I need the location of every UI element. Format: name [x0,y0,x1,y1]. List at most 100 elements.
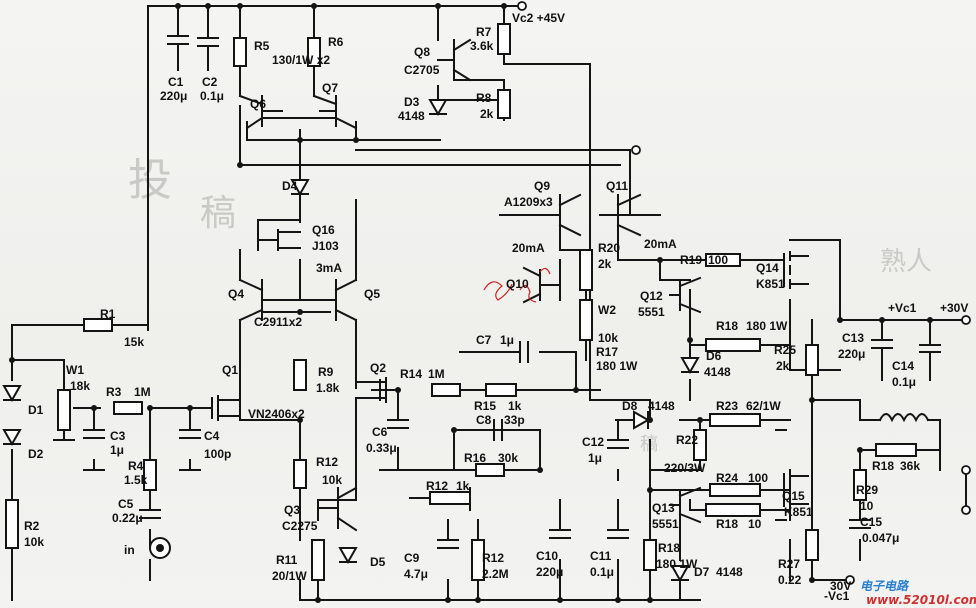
c11-value: 0.1μ [590,565,614,579]
r20-body [705,338,761,352]
r1-ref: R1 [100,307,116,321]
inductor-icon [859,413,941,451]
c9-value: 4.7μ [404,567,428,581]
q16-value: J103 [312,239,339,253]
r18-value: 180 1W [656,557,698,571]
r11-value: 20/1W [272,569,307,583]
r20-ref: R18 [716,319,738,333]
r15-value: 10k [322,473,342,487]
r12-body [471,539,485,581]
c8-value: 33p [504,413,525,427]
vc1-plus-terminal [961,315,971,325]
r7-ref: R7 [476,25,492,39]
c10-ref: C10 [536,549,558,563]
q9-ref: Q9 [534,179,550,193]
r20b-body [875,443,917,457]
c7-ref: C7 [476,333,492,347]
d8-icon [633,410,651,430]
q14-ref: Q14 [756,261,779,275]
r5-body [233,37,247,67]
r16-body [475,463,505,477]
bus-terminal [631,145,641,155]
r16-ref: R16 [464,451,486,465]
r7-value: 3.6k [470,39,494,53]
r8-body [497,89,511,119]
r23-body [709,413,761,427]
d5-ref: D5 [370,555,386,569]
r9-body [293,359,307,391]
q7-value: 130/1W x2 [272,53,330,67]
r4-body [143,459,157,491]
c14-value: 0.1μ [892,375,916,389]
watermark-site: www.52010l.com [866,593,976,607]
w1-ref: W1 [66,363,84,377]
r29-body [853,469,867,501]
v30-bottom-label: 30V [830,579,851,593]
svg-text:投: 投 [128,155,172,206]
r8-value: 2k [480,107,494,121]
capacitor-plates [53,35,941,549]
r26-body [805,344,819,376]
r13-value: 1M [428,367,445,381]
q8-ref: Q8 [414,45,430,59]
q9-value: A1209x3 [504,195,553,209]
r19-body [705,253,741,267]
r6-ref: R6 [328,35,344,49]
output-terminal-b [961,505,971,515]
q4-ref: Q4 [228,287,244,301]
c5-value: 0.22μ [112,511,143,525]
r2-ref: R2 [24,519,40,533]
r11-body [311,539,325,581]
r20b-value: 36k [900,459,920,473]
d8-value: 4148 [648,399,675,413]
c15-value: 0.047μ [862,531,899,545]
d2-ref: D2 [28,447,44,461]
v30-label: +30V [940,301,968,315]
r20-value: 180 1W [746,319,788,333]
r25-ref: R18 [716,517,738,531]
r7-body [497,23,511,55]
r14-body [485,383,517,397]
junction-dots [9,3,933,603]
r5-ref: R5 [254,39,270,53]
svg-text:稿: 稿 [200,193,236,234]
r3-body [113,401,143,415]
c5-ref: C5 [118,497,134,511]
q3-value: C2275 [282,519,318,533]
input-label: in [124,543,135,557]
site-watermark: 电子电路 www.52010l.com [860,579,976,607]
d3-icon [428,99,448,117]
r22-body [693,429,707,461]
r17-value: 180 1W [596,359,638,373]
w1-value: 18k [70,379,90,393]
vc2-label: Vc2 +45V [512,11,565,25]
c4-ref: C4 [204,429,220,443]
vc1-minus-terminal [845,575,855,585]
terminals [149,1,971,585]
r27-value: 0.22 [778,573,802,587]
r29-ref: R29 [856,483,878,497]
r22-value: 220/3W [664,461,706,475]
r4-ref: R4 [128,459,144,473]
r24-value: 100 [748,471,768,485]
r9-ref: R9 [318,365,334,379]
current-20ma-right: 20mA [644,237,677,251]
c13-value: 220μ [838,347,865,361]
r27-ref: R27 [778,557,800,571]
q10-ref: Q10 [506,277,529,291]
r15b-ref: R12 [426,479,448,493]
r18-ref: R18 [658,541,680,555]
transistor-symbols [204,38,809,532]
r13-body [431,383,461,397]
w2-value: 10k [598,331,618,345]
d4-ref: D4 [282,179,298,193]
c11-ref: C11 [590,549,612,563]
vc2-terminal [517,1,527,11]
current-3ma: 3mA [316,261,342,275]
r12-value: 2.2M [482,567,509,581]
c3-value: 1μ [110,443,124,457]
q13-ref: Q13 [652,501,675,515]
r13-ref: R14 [400,367,422,381]
q11-ref: Q11 [606,179,628,193]
